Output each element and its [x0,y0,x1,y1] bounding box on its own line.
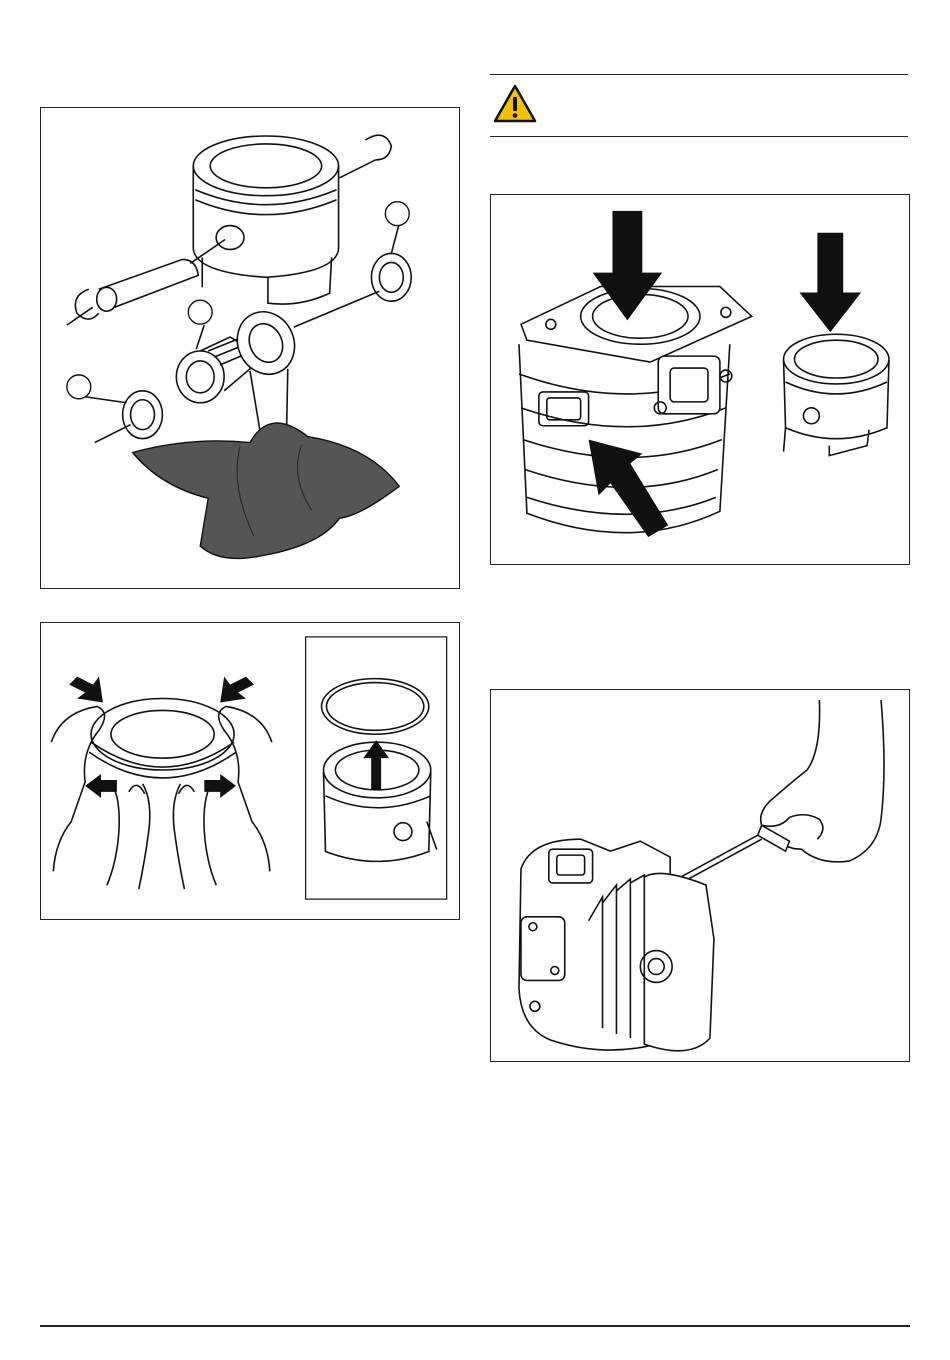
figure-cylinder-and-piston-inspection [490,194,910,565]
warning-bottom-rule [490,136,908,137]
callout-1 [385,202,409,226]
figure-cylinder-scraping [490,689,910,1062]
cylinder-piston-illustration [491,195,909,564]
piston-ring-illustration [41,623,459,919]
cylinder-scraping-illustration [491,690,909,1061]
figure-piston-assembly [40,107,460,589]
callout-3 [67,375,91,399]
piston-assembly-illustration [41,108,459,588]
figure-piston-ring-fitting [40,622,460,920]
warning-top-rule [490,74,908,75]
footer-rule [40,1325,910,1327]
callout-2 [188,300,212,324]
warning-triangle-icon [493,84,537,124]
